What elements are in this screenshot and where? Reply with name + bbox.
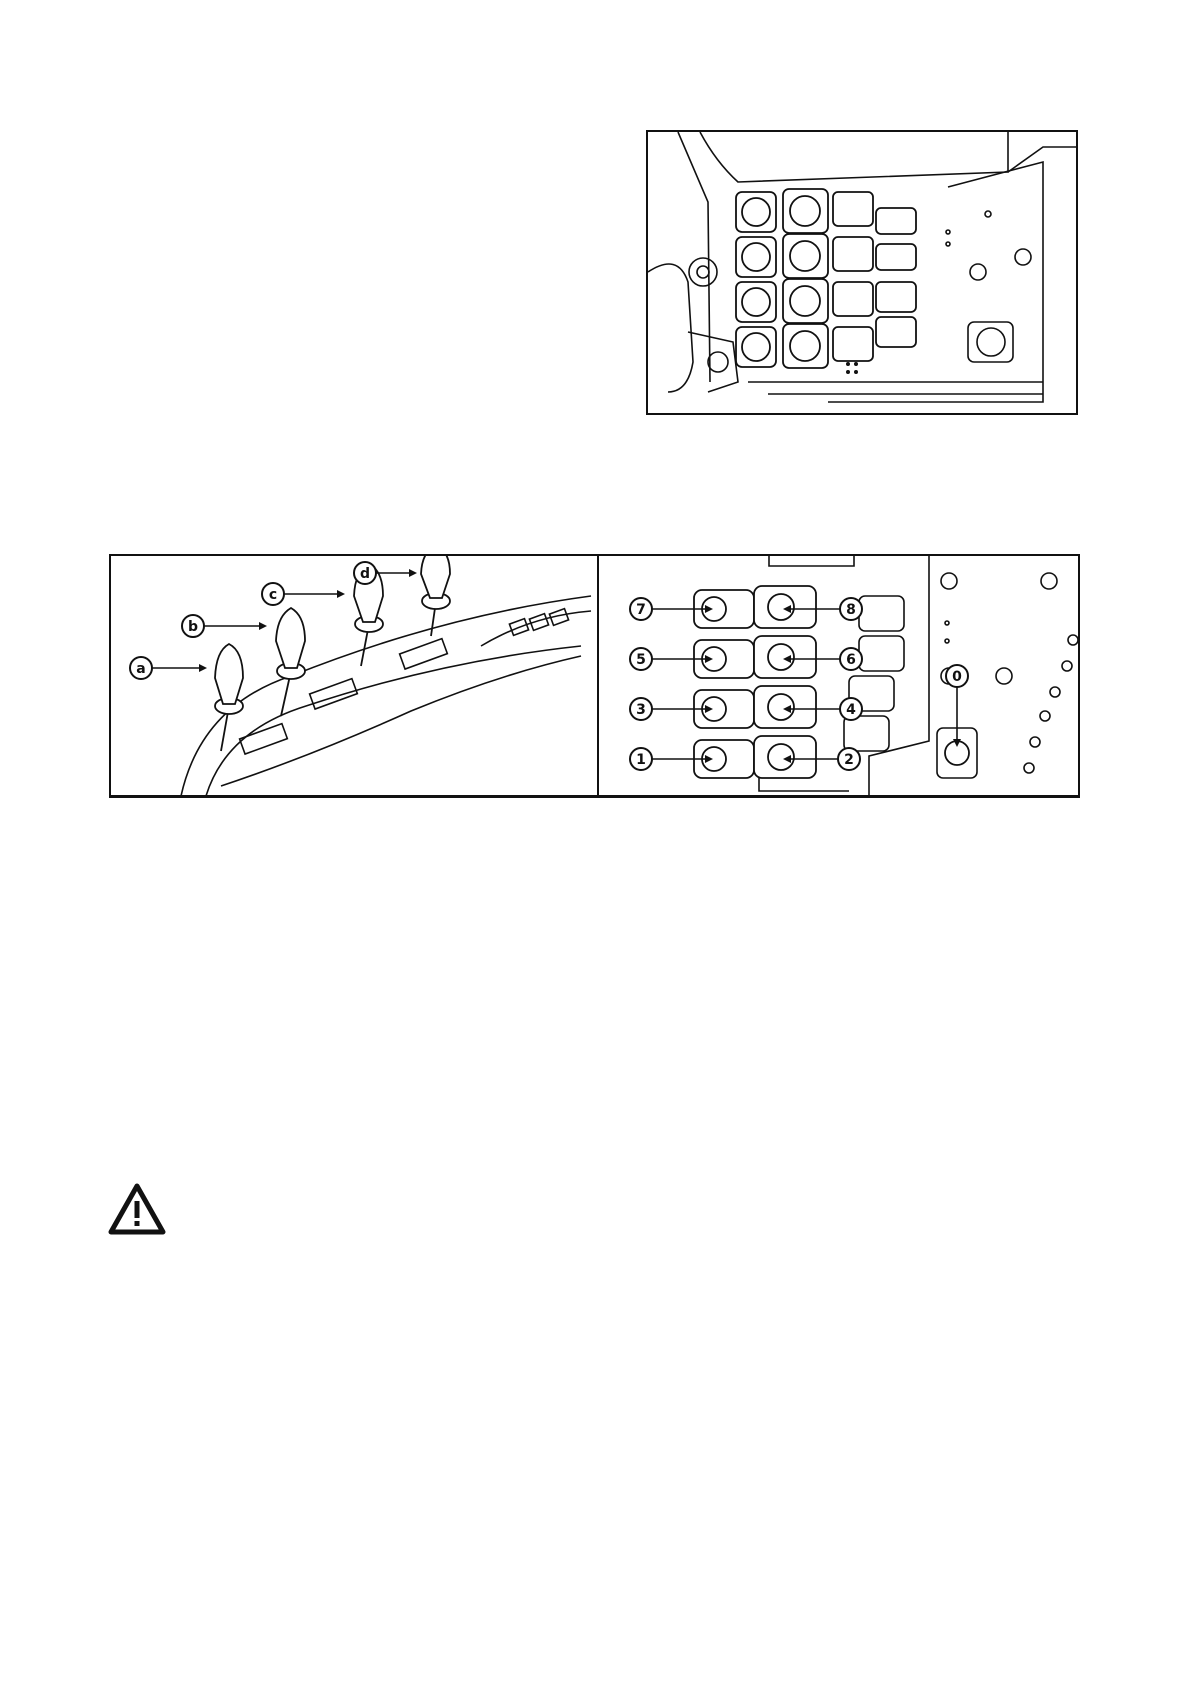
controls-and-couplers-figure: a b c d (109, 554, 1080, 798)
callout-c-label: c (269, 587, 277, 603)
callout-8-label: 8 (846, 602, 856, 618)
callout-0: 0 (946, 665, 968, 747)
callout-a-label: a (136, 661, 145, 677)
control-levers-panel: a b c d (111, 556, 597, 795)
callout-b: b (182, 615, 267, 637)
callout-c: c (262, 583, 345, 605)
callout-d: d (354, 562, 417, 584)
hydraulic-couplers-illustration: 7 8 5 6 (599, 556, 1080, 796)
control-levers-illustration: a b c d (111, 556, 597, 796)
warning-triangle-icon (108, 1183, 166, 1235)
callout-0-label: 0 (952, 669, 962, 685)
callout-4-label: 4 (846, 702, 856, 718)
hydraulic-valve-block-illustration (648, 132, 1076, 413)
valve-block-figure (646, 130, 1078, 415)
callout-7-label: 7 (636, 602, 646, 618)
callout-b-label: b (188, 619, 198, 635)
callout-d-label: d (360, 566, 370, 582)
callout-a: a (130, 657, 207, 679)
callout-2-label: 2 (844, 752, 854, 768)
callout-1-label: 1 (636, 752, 646, 768)
callout-3-label: 3 (636, 702, 646, 718)
callout-6-label: 6 (846, 652, 856, 668)
hydraulic-couplers-panel: 7 8 5 6 (599, 556, 1080, 795)
callout-5-label: 5 (636, 652, 646, 668)
